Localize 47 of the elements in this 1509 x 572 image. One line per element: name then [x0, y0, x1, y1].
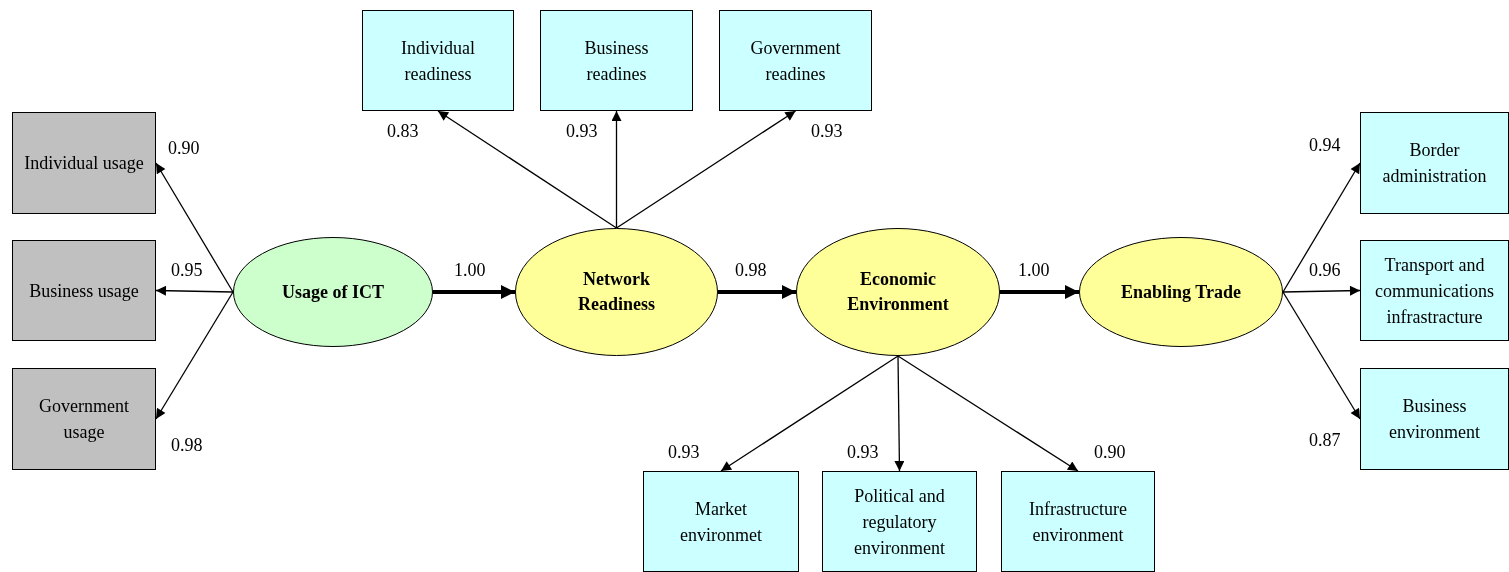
arrow — [1282, 162, 1361, 293]
indicator-box — [12, 240, 156, 341]
indicator-box — [1360, 368, 1509, 470]
indicator-box — [362, 10, 514, 111]
node-label: Business environment — [1388, 395, 1481, 444]
node-label: Border administration — [1381, 139, 1488, 188]
arrow — [155, 291, 234, 420]
arrow — [897, 355, 1079, 472]
arrow — [433, 285, 515, 299]
indicator-box — [643, 471, 799, 572]
arrow — [611, 110, 622, 229]
node-label: Economic Environment — [846, 268, 950, 316]
node-label: Individual readiness — [400, 36, 476, 86]
indicator-box — [12, 368, 156, 470]
node-label: Government usage — [38, 395, 130, 444]
node-label: Market environmet — [679, 497, 763, 547]
indicator-box — [1360, 112, 1509, 214]
node-label: Usage of ICT — [282, 280, 384, 304]
arrow — [718, 285, 796, 299]
node-label: Political and regulatory environment — [853, 484, 946, 560]
arrow — [437, 110, 618, 229]
node-label: Transport and communications infrastracture — [1374, 253, 1495, 329]
arrow — [894, 355, 905, 472]
arrow — [155, 162, 234, 293]
arrow — [155, 285, 234, 296]
indicator-box — [540, 10, 693, 111]
latent-ellipse — [233, 237, 433, 347]
arrow — [720, 355, 899, 472]
indicator-box — [1360, 240, 1509, 341]
indicator-box — [1001, 471, 1155, 572]
node-label: Business usage — [29, 279, 139, 303]
arrow — [1000, 285, 1079, 299]
node-label: Infrastructure environment — [1028, 497, 1128, 547]
arrow — [615, 110, 797, 229]
node-label: Enabling Trade — [1121, 280, 1241, 304]
node-label: Individual usage — [24, 152, 144, 175]
arrow — [1282, 285, 1361, 296]
indicator-box — [12, 112, 156, 214]
latent-ellipse — [1079, 237, 1283, 347]
node-label: Government readines — [749, 36, 842, 86]
latent-ellipse — [796, 228, 1000, 356]
indicator-box — [822, 471, 977, 572]
node-label: Business readines — [583, 36, 650, 86]
indicator-box — [719, 10, 872, 111]
node-label: Network Readiness — [577, 268, 656, 316]
latent-ellipse — [515, 228, 718, 356]
arrow — [1282, 291, 1361, 420]
